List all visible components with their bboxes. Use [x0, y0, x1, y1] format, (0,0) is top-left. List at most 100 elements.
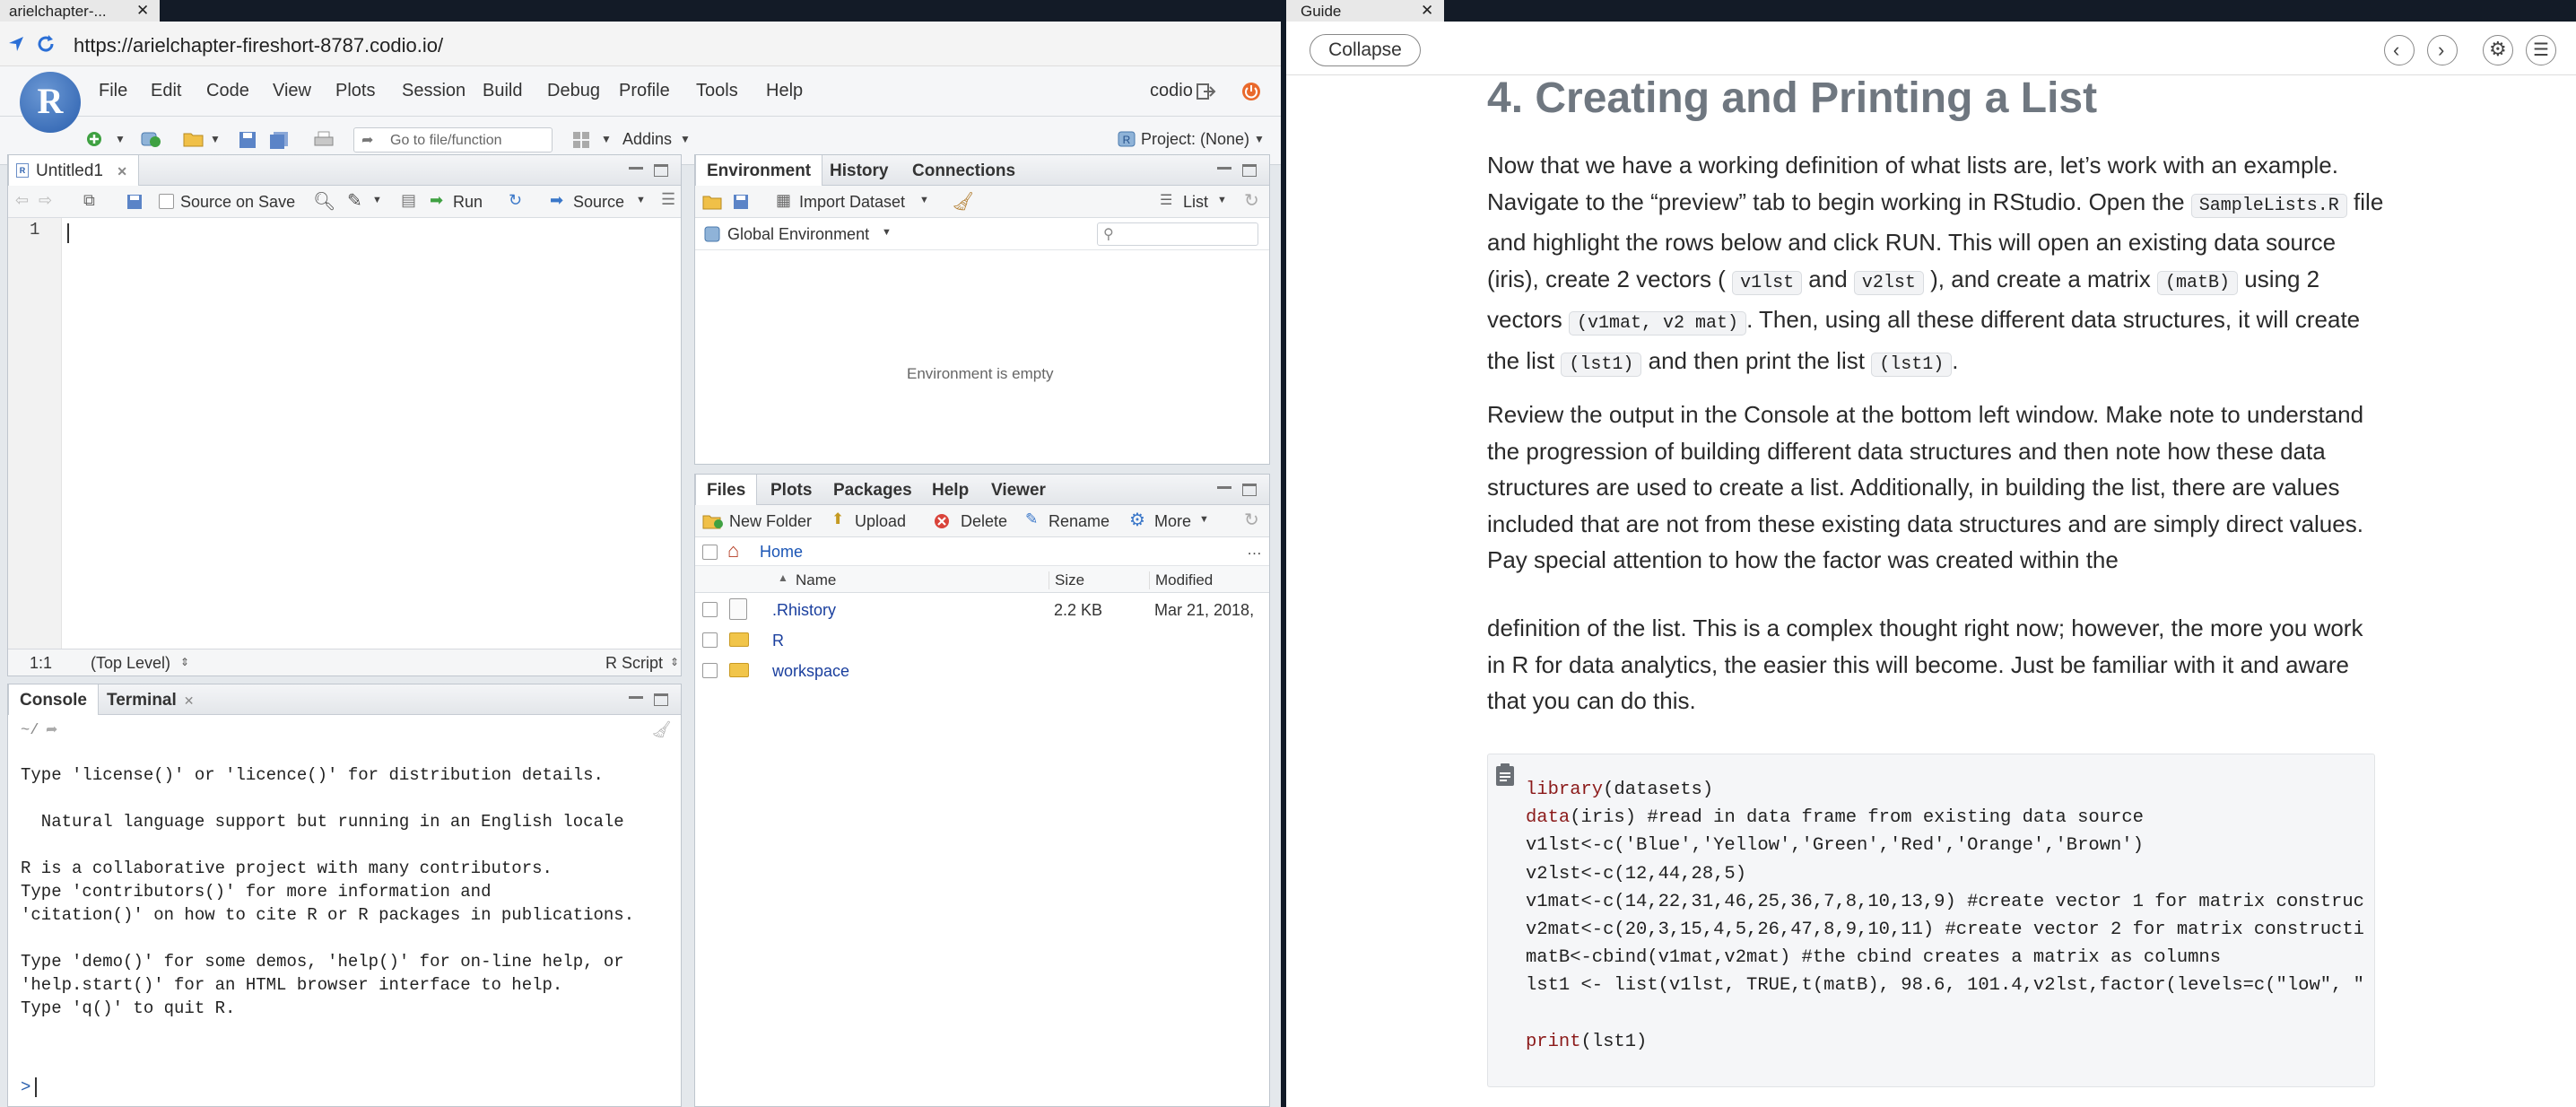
new-folder-button[interactable]: New Folder [729, 512, 813, 530]
run-button[interactable]: Run [453, 193, 483, 211]
load-workspace-icon[interactable] [702, 194, 722, 210]
chevron-down-icon[interactable]: ▼ [210, 133, 221, 145]
close-icon[interactable]: ✕ [1421, 2, 1434, 19]
save-icon[interactable] [733, 194, 749, 210]
chevron-down-icon[interactable]: ▼ [372, 195, 382, 205]
tab-packages[interactable]: Packages [822, 475, 923, 505]
save-icon[interactable] [239, 131, 257, 149]
refresh-icon[interactable]: ↻ [1244, 510, 1259, 530]
maximize-icon[interactable] [654, 693, 668, 706]
source-button[interactable]: Source [573, 193, 625, 211]
magic-wand-icon[interactable]: ✎ [347, 191, 362, 211]
minimize-icon[interactable] [629, 164, 643, 170]
previous-button[interactable]: ‹ [2384, 35, 2415, 65]
file-row[interactable]: workspace [695, 656, 1269, 686]
chevron-down-icon[interactable]: ▼ [680, 133, 691, 145]
save-all-icon[interactable] [269, 131, 289, 149]
rename-button[interactable]: Rename [1049, 512, 1110, 530]
maximize-icon[interactable] [1242, 484, 1257, 496]
compile-report-icon[interactable]: ▤ [401, 191, 417, 209]
open-folder-icon[interactable] [183, 131, 205, 147]
menu-code[interactable]: Code [206, 81, 249, 100]
url-text[interactable]: https://arielchapter-fireshort-8787.codi… [74, 34, 444, 57]
back-arrow-icon[interactable]: ⇦ [15, 191, 30, 209]
file-type-selector[interactable]: R Script [605, 654, 664, 672]
project-selector[interactable]: Project: (None) [1141, 130, 1250, 148]
tab-terminal[interactable]: Terminal✕ [96, 684, 205, 715]
sign-out-icon[interactable] [1197, 83, 1216, 100]
tab-console[interactable]: Console [8, 684, 99, 715]
go-to-directory-icon[interactable]: ➦ [46, 722, 58, 737]
clipboard-icon[interactable] [1495, 763, 1515, 787]
menu-plots[interactable]: Plots [335, 81, 376, 100]
navigate-arrow-icon[interactable] [7, 35, 25, 53]
minimize-icon[interactable] [1217, 164, 1231, 170]
tab-connections[interactable]: Connections [901, 155, 1026, 186]
file-name[interactable]: R [772, 632, 784, 649]
minimize-icon[interactable] [1217, 484, 1231, 489]
tab-plots[interactable]: Plots [760, 475, 822, 505]
tab-history[interactable]: History [819, 155, 899, 186]
home-icon[interactable]: ⌂ [727, 539, 740, 562]
column-name[interactable]: Name [796, 571, 837, 588]
chevron-down-icon[interactable]: ▼ [919, 195, 929, 205]
tab-environment[interactable]: Environment [695, 155, 823, 186]
more-path-icon[interactable]: … [1247, 541, 1262, 558]
close-icon[interactable]: ✕ [183, 693, 195, 708]
close-icon[interactable]: ✕ [117, 164, 128, 179]
menu-build[interactable]: Build [483, 81, 523, 100]
menu-edit[interactable]: Edit [151, 81, 182, 100]
rerun-icon[interactable]: ↻ [509, 191, 523, 209]
chevron-down-icon[interactable]: ▼ [1199, 514, 1209, 525]
tab-untitled1[interactable]: R Untitled1 ✕ [8, 155, 140, 186]
column-modified[interactable]: Modified [1149, 571, 1213, 589]
environment-search-input[interactable]: ⚲ [1097, 222, 1258, 246]
more-menu[interactable]: More [1154, 512, 1192, 530]
minimize-icon[interactable] [629, 693, 643, 699]
menu-session[interactable]: Session [402, 81, 466, 100]
breadcrumb-home[interactable]: Home [760, 543, 804, 561]
grid-layout-icon[interactable] [572, 131, 590, 149]
menu-profile[interactable]: Profile [619, 81, 670, 100]
reload-icon[interactable] [36, 34, 56, 54]
file-name[interactable]: .Rhistory [772, 601, 837, 619]
menu-file[interactable]: File [99, 81, 128, 100]
outline-icon[interactable]: ☰ [661, 190, 676, 208]
chevron-down-icon[interactable]: ▼ [882, 227, 892, 238]
settings-button[interactable]: ⚙ [2483, 35, 2513, 65]
close-icon[interactable]: ✕ [136, 2, 150, 19]
delete-button[interactable]: Delete [961, 512, 1008, 530]
maximize-icon[interactable] [654, 164, 668, 177]
chevron-down-icon[interactable]: ▼ [115, 133, 126, 145]
maximize-icon[interactable] [1242, 164, 1257, 177]
source-on-save-checkbox[interactable] [159, 194, 174, 209]
file-row-checkbox[interactable] [702, 663, 718, 678]
scope-indicator[interactable]: (Top Level) [91, 654, 171, 672]
upload-button[interactable]: Upload [855, 512, 907, 530]
search-icon[interactable]: 🔍︎ [313, 192, 336, 212]
collapse-button[interactable]: Collapse [1310, 34, 1421, 66]
console-prompt[interactable]: > [21, 1077, 31, 1097]
column-size[interactable]: Size [1049, 571, 1084, 589]
next-button[interactable]: › [2427, 35, 2458, 65]
menu-tools[interactable]: Tools [696, 81, 738, 100]
menu-help[interactable]: Help [766, 81, 804, 100]
chevron-down-icon[interactable]: ▼ [1217, 195, 1227, 205]
file-name[interactable]: workspace [772, 662, 850, 680]
show-in-window-icon[interactable]: ⧉ [83, 191, 95, 209]
file-row-checkbox[interactable] [702, 632, 718, 648]
tab-files[interactable]: Files [695, 475, 758, 505]
goto-file-input[interactable]: ➦ Go to file/function [353, 127, 553, 153]
menu-view[interactable]: View [273, 81, 311, 100]
editor-text-area[interactable] [64, 218, 681, 649]
clear-console-icon[interactable]: 🧹︎ [651, 720, 672, 738]
save-icon[interactable] [126, 194, 143, 210]
forward-arrow-icon[interactable]: ⇨ [39, 191, 53, 209]
tab-help[interactable]: Help [921, 475, 979, 505]
view-mode-selector[interactable]: List [1183, 193, 1209, 211]
global-environment-selector[interactable]: Global Environment [727, 225, 870, 243]
new-project-icon[interactable] [140, 129, 161, 149]
menu-debug[interactable]: Debug [547, 81, 600, 100]
browser-tab[interactable]: arielchapter-... ✕ [0, 0, 160, 22]
